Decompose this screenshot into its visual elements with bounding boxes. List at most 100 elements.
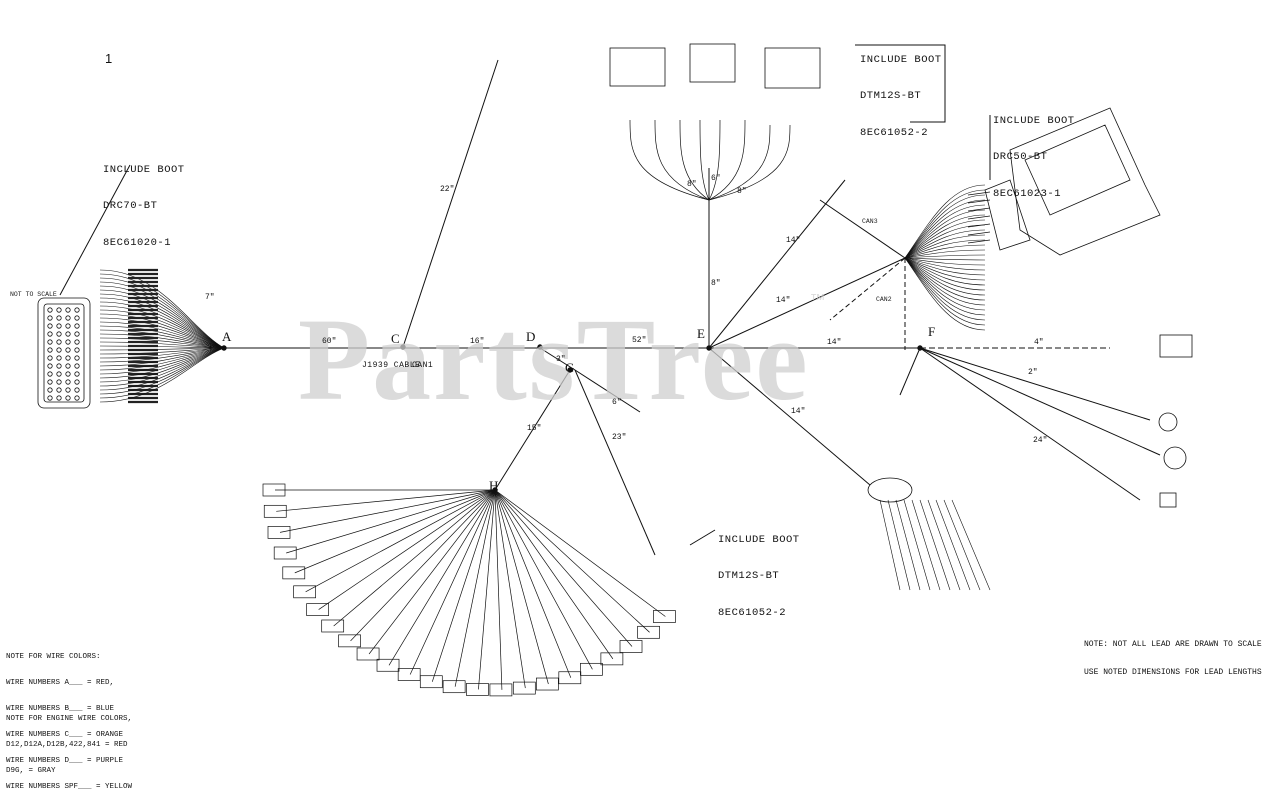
node-e: E — [697, 326, 705, 341]
fan-h-wire-9 — [368, 489, 496, 655]
wire-note-1: WIRE NUMBERS A___ = RED, — [6, 679, 115, 688]
cable-label-can1: CAN1 — [412, 361, 434, 370]
connector-a-pin — [47, 331, 53, 337]
node-a: A — [222, 329, 232, 344]
fan-f-wire-16 — [904, 257, 986, 266]
node-g: G — [565, 360, 575, 375]
fan-h-connector-9 — [356, 647, 380, 661]
fan-a-wire-5 — [99, 289, 225, 349]
fan-a-wire-10 — [99, 309, 225, 349]
dim-8b: 8" — [737, 187, 747, 196]
fan-h-connector-8 — [338, 634, 361, 648]
fan-f-wire-1 — [904, 189, 986, 259]
fan-h-connector-12 — [419, 675, 443, 689]
branch-e-down-line — [708, 347, 871, 486]
ecu-connector — [984, 179, 1031, 251]
node-dot-1 — [400, 344, 406, 350]
connector-a-pin — [47, 323, 53, 329]
connector-a-pin — [56, 379, 62, 385]
boot-2-line-3: 8EC61052-2 — [860, 126, 929, 139]
fan-f — [904, 184, 986, 331]
fan-a-wire-27 — [99, 347, 225, 379]
fan-f-wire-5 — [904, 209, 986, 259]
connector-a-pin — [65, 331, 71, 337]
dim-4: 4" — [1034, 338, 1044, 347]
connector-a-pin — [56, 371, 62, 377]
fan-f-wire-20 — [904, 257, 986, 286]
fan-f-wire-8 — [904, 224, 986, 259]
cable-label-j1939: J1939 CABLE — [362, 361, 421, 370]
boot-2-leader-line — [855, 44, 946, 123]
boot-2-line-1: INCLUDE BOOT — [860, 54, 942, 67]
boot-1-line-1: INCLUDE BOOT — [103, 164, 185, 177]
lower-right-wire-6 — [927, 499, 961, 591]
fan-f-wire-28 — [904, 257, 986, 326]
dim-14b: 14" — [776, 296, 791, 305]
boot-4-line-2: DTM12S-BT — [718, 570, 780, 583]
fan-h-connector-14 — [466, 683, 489, 696]
dim-14d: 14" — [791, 407, 806, 416]
connector-a-pin — [65, 315, 71, 321]
fan-a-wire-13 — [99, 321, 225, 349]
connector-a-pin — [74, 379, 80, 385]
fan-f-wire-13 — [904, 249, 986, 259]
fan-h-connector-16 — [512, 681, 536, 695]
connector-a-pin — [74, 355, 80, 361]
connector-a-pin — [65, 395, 71, 401]
dim-16: 16" — [470, 337, 485, 346]
connector-a-pin — [65, 339, 71, 345]
fan-a-wire-30 — [99, 347, 225, 391]
connector-a-pin — [47, 315, 53, 321]
fan-h-wire-2 — [279, 489, 496, 533]
connector-a-pin — [47, 387, 53, 393]
connector-right-3 — [1159, 492, 1177, 508]
dim-60: 60" — [322, 337, 337, 346]
boot-3-line-2: DRC50-BT — [993, 151, 1048, 164]
boot-label-3: INCLUDE BOOT DRC50-BT 8EC61023-1 — [993, 91, 1075, 212]
connector-a-pin — [47, 371, 53, 377]
fan-h-wire-18 — [494, 489, 572, 678]
connector-a-pin — [74, 395, 80, 401]
fan-a-wire-20 — [99, 347, 225, 351]
fan-f-wire-10 — [904, 234, 986, 259]
connector-a-pin — [74, 323, 80, 329]
lower-right-wire-5 — [919, 499, 951, 591]
dim-7: 7" — [205, 293, 215, 302]
connector-e2 — [689, 43, 736, 83]
boot-1-line-3: 8EC61020-1 — [103, 236, 172, 249]
fan-f-wire-7 — [904, 219, 986, 259]
fan-f-wire-25 — [904, 257, 986, 311]
harness-lines — [59, 44, 1161, 556]
ecu-module-top — [1024, 124, 1131, 216]
lower-right-wire-7 — [935, 499, 971, 591]
fan-h-connector-1 — [263, 504, 287, 518]
fan-h-connector-3 — [273, 546, 297, 560]
fan-a — [99, 268, 225, 404]
wire-note-2: WIRE NUMBERS B___ = BLUE — [6, 705, 115, 713]
wiring-harness-diagram — [37, 43, 1193, 697]
node-dot-4 — [917, 345, 923, 351]
fan-h-connector-13 — [442, 680, 466, 694]
fan-h-connector-15 — [489, 683, 513, 697]
connector-a-pin — [65, 347, 71, 353]
fan-f-wire-19 — [904, 257, 986, 281]
fan-h-wire-23 — [494, 489, 666, 617]
connector-a-pin — [74, 387, 80, 393]
connector-a-pin — [74, 347, 80, 353]
fan-h-wire-7 — [333, 489, 496, 627]
connector-a-pin — [56, 323, 62, 329]
dim-23: 23" — [612, 433, 627, 442]
node-c: C — [391, 331, 400, 346]
fan-h-connector-5 — [293, 585, 316, 599]
lower-right-wire-3 — [903, 499, 931, 591]
node-d: D — [526, 329, 536, 344]
boot-1-line-2: DRC70-BT — [103, 200, 158, 213]
connector-a-pin — [74, 363, 80, 369]
notes-engine-colors: NOTE FOR ENGINE WIRE COLORS, D12,D12A,D1… — [6, 698, 132, 784]
fan-a-wire-8 — [99, 301, 225, 349]
boot-label-1: INCLUDE BOOT DRC70-BT 8EC61020-1 — [103, 140, 185, 261]
connector-a-pin — [65, 355, 71, 361]
lower-right-wire-4 — [911, 499, 941, 591]
boot-label-2: INCLUDE BOOT DTM12S-BT 8EC61052-2 — [860, 30, 942, 151]
dim-8c: 8" — [711, 279, 721, 288]
